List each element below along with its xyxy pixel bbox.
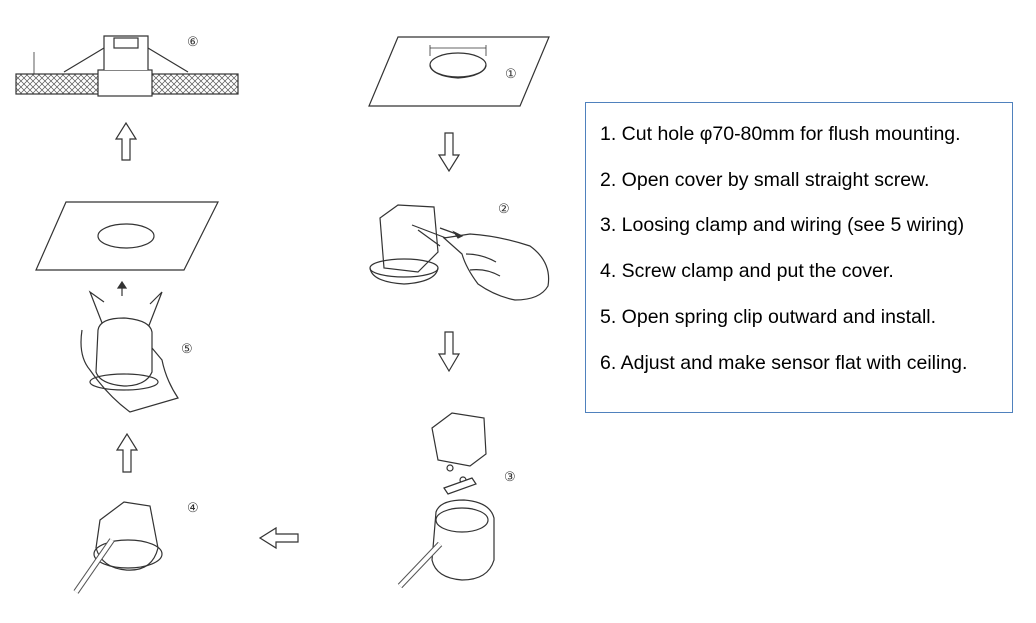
arrow-up-5-to-6 [114, 121, 138, 161]
step-5-text: 5. Open spring clip outward and install. [600, 306, 937, 328]
step-6-text: 6. Adjust and make sensor flat with ceil… [600, 352, 968, 374]
step-5-install-figure [35, 201, 219, 413]
arrow-up-4-to-5 [115, 432, 139, 473]
instructions-box: 1. Cut hole φ70-80mm for flush mounting.… [585, 102, 1013, 413]
step-2-text: 2. Open cover by small straight screw. [600, 169, 930, 191]
figure-label-5: ⑤ [181, 341, 193, 356]
arrow-down-2-to-3 [437, 331, 461, 373]
arrow-down-1-to-2 [437, 132, 461, 173]
step-6-flush-ceiling-figure [15, 35, 239, 97]
step-1-ceiling-cut-figure [368, 36, 550, 107]
step-1-text: 1. Cut hole φ70-80mm for flush mounting. [600, 123, 961, 145]
figure-label-2: ② [498, 201, 510, 216]
figure-label-3: ③ [504, 469, 516, 484]
figure-label-6: ⑥ [187, 34, 199, 49]
step-3-text: 3. Loosing clamp and wiring (see 5 wirin… [600, 214, 965, 236]
arrow-left-3-to-4 [258, 526, 299, 550]
figure-label-1: ① [505, 66, 517, 81]
step-4-screw-clamp-figure [73, 501, 163, 594]
step-3-clamp-wiring-figure [397, 412, 495, 589]
step-2-open-cover-figure [369, 204, 550, 301]
step-4-text: 4. Screw clamp and put the cover. [600, 260, 894, 282]
figure-label-4: ④ [187, 500, 199, 515]
